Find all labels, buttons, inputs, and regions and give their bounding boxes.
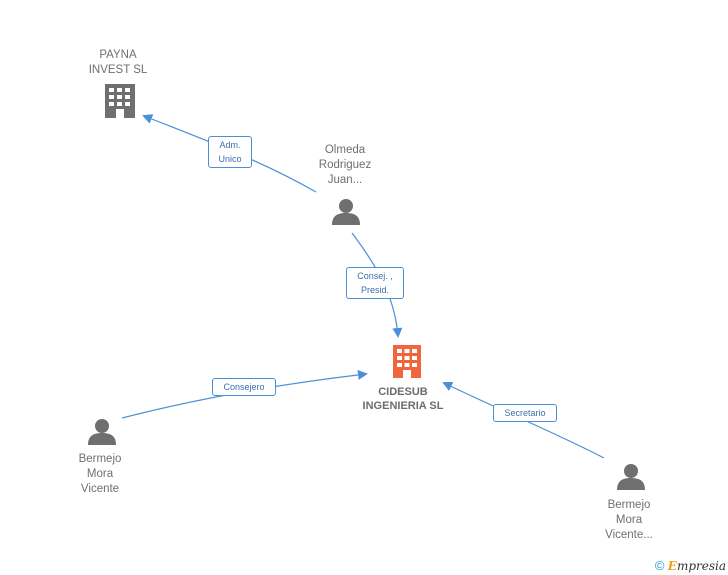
node-label-cidesub[interactable]: CIDESUB INGENIERIA SL (362, 386, 444, 412)
brand-name: Empresia (668, 559, 726, 573)
edge-label-secretario: Secretario (493, 404, 557, 422)
person-icon[interactable] (617, 464, 645, 490)
empresia-logo[interactable]: © Empresia (655, 558, 726, 573)
edge-label-adm-unico: Adm. Unico (208, 136, 252, 168)
brand-rest: mpresia (676, 559, 726, 573)
copyright-symbol: © (654, 558, 665, 573)
node-label-olmeda[interactable]: Olmeda Rodriguez Juan... (318, 144, 372, 186)
person-icon[interactable] (332, 199, 360, 225)
building-icon[interactable] (105, 84, 135, 118)
brand-initial: E (667, 559, 677, 573)
node-label-bermejo-left[interactable]: Bermejo Mora Vicente (78, 453, 122, 495)
edge-label-consejero: Consejero (212, 378, 276, 396)
edge-label-consej-presid: Consej. , Presid. (346, 267, 404, 299)
node-label-payna[interactable]: PAYNA INVEST SL (88, 49, 148, 76)
node-label-bermejo-right[interactable]: Bermejo Mora Vicente... (605, 499, 653, 541)
edge-bermejo-right-cidesub (442, 381, 605, 459)
building-icon[interactable] (393, 345, 421, 378)
person-icon[interactable] (88, 419, 116, 445)
